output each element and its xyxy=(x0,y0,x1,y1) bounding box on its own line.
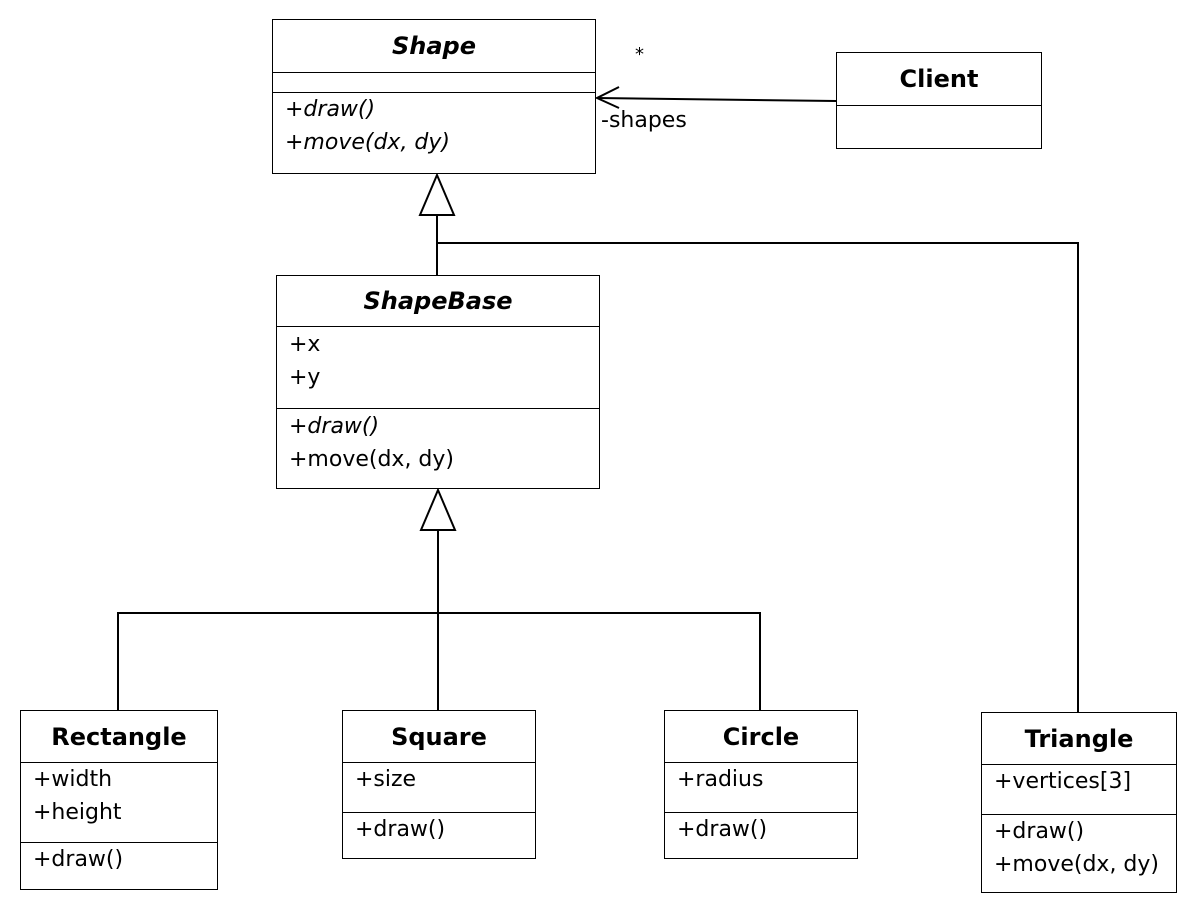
class-shapebase[interactable]: ShapeBase +x +y +draw() +move(dx, dy) xyxy=(276,275,600,489)
class-rectangle-name: Rectangle xyxy=(21,711,217,763)
class-circle[interactable]: Circle +radius +draw() xyxy=(664,710,858,859)
attribute: +y xyxy=(289,365,321,390)
class-triangle-name: Triangle xyxy=(982,713,1176,765)
class-shape-name: Shape xyxy=(273,20,595,73)
generalization-line-circle xyxy=(438,612,761,710)
association-line xyxy=(596,97,837,102)
class-shapebase-attributes: +x +y xyxy=(277,327,599,409)
class-square-name: Square xyxy=(343,711,535,763)
class-rectangle[interactable]: Rectangle +width +height +draw() xyxy=(20,710,218,890)
class-shape[interactable]: Shape +draw() +move(dx, dy) xyxy=(272,19,596,174)
operation: +draw() xyxy=(677,817,768,842)
class-circle-name: Circle xyxy=(665,711,857,763)
class-shape-attributes xyxy=(273,73,595,93)
class-square-operations: +draw() xyxy=(343,813,535,846)
generalization-arrow-shapebase xyxy=(419,487,457,531)
class-client-name: Client xyxy=(837,53,1041,106)
class-client-body xyxy=(837,106,1041,148)
attribute: +width xyxy=(33,767,113,792)
class-shape-operations: +draw() +move(dx, dy) xyxy=(273,93,595,159)
class-rectangle-operations: +draw() xyxy=(21,843,217,876)
class-triangle-operations: +draw() +move(dx, dy) xyxy=(982,815,1176,881)
operation: +draw() xyxy=(33,847,124,872)
attribute: +height xyxy=(33,800,122,825)
association-arrowhead xyxy=(594,86,620,109)
class-circle-operations: +draw() xyxy=(665,813,857,846)
operation: +draw() xyxy=(285,97,376,122)
association-role: -shapes xyxy=(601,108,687,133)
class-square-attributes: +size xyxy=(343,763,535,813)
operation: +draw() xyxy=(289,414,380,439)
class-circle-attributes: +radius xyxy=(665,763,857,813)
operation: +draw() xyxy=(355,817,446,842)
class-rectangle-attributes: +width +height xyxy=(21,763,217,843)
class-triangle[interactable]: Triangle +vertices[3] +draw() +move(dx, … xyxy=(981,712,1177,893)
attribute: +x xyxy=(289,332,321,357)
generalization-line-rectangle xyxy=(117,612,438,710)
generalization-line-triangle xyxy=(437,242,1079,712)
operation: +move(dx, dy) xyxy=(994,852,1159,877)
class-triangle-attributes: +vertices[3] xyxy=(982,765,1176,815)
attribute: +size xyxy=(355,767,417,792)
class-square[interactable]: Square +size +draw() xyxy=(342,710,536,859)
attribute: +vertices[3] xyxy=(994,769,1132,794)
operation: +move(dx, dy) xyxy=(285,130,450,155)
generalization-arrow-shape xyxy=(418,172,456,216)
class-shapebase-name: ShapeBase xyxy=(277,276,599,327)
attribute: +radius xyxy=(677,767,764,792)
class-client[interactable]: Client xyxy=(836,52,1042,149)
class-shapebase-operations: +draw() +move(dx, dy) xyxy=(277,409,599,476)
association-multiplicity: * xyxy=(635,44,644,65)
operation: +move(dx, dy) xyxy=(289,447,454,472)
operation: +draw() xyxy=(994,819,1085,844)
